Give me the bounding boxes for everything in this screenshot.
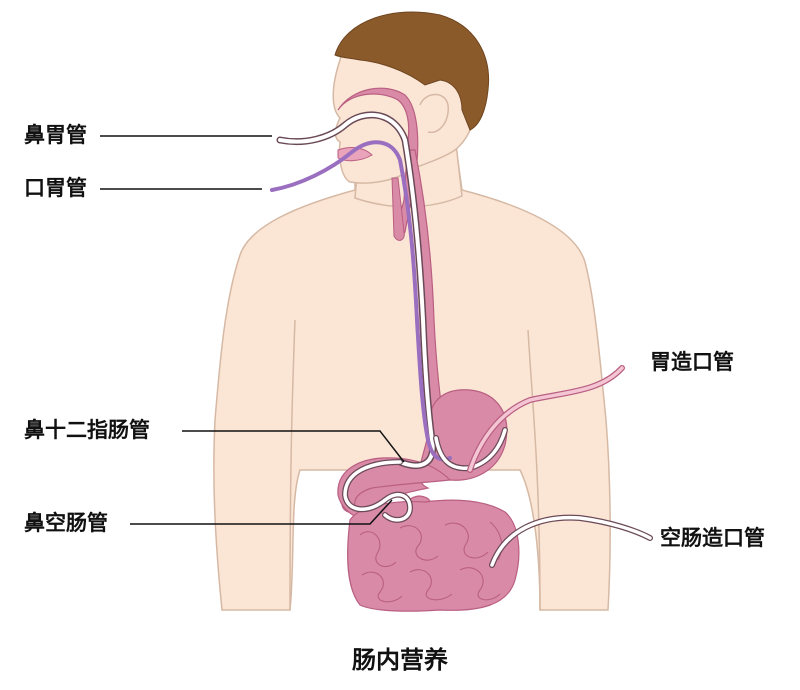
ear [419, 93, 449, 134]
small-intestine [347, 499, 520, 612]
leader-nasoduodenal [182, 430, 405, 463]
jejunostomy-tube-fill [490, 515, 652, 567]
label-nasogastric: 鼻胃管 [24, 123, 87, 147]
torso [213, 138, 611, 611]
right-arm-line [527, 329, 541, 611]
leader-lines [100, 135, 405, 525]
trachea [391, 177, 405, 241]
label-orogastric: 口胃管 [24, 176, 87, 200]
left-arm-line [289, 319, 296, 611]
label-nasojejunal: 鼻空肠管 [24, 511, 108, 535]
label-jejunostomy: 空肠造口管 [660, 526, 765, 550]
diagram-caption: 肠内营养 [352, 646, 448, 674]
intestine-folds [359, 521, 503, 603]
hair [334, 11, 490, 131]
label-nasoduodenal: 鼻十二指肠管 [24, 418, 150, 442]
nasojejunal-tube-fill [343, 460, 412, 522]
nasogastric-tube-fill [278, 112, 435, 468]
gastrostomy-tube-fill [468, 366, 624, 472]
orogastric-tube [270, 140, 452, 462]
label-gastrostomy: 胃造口管 [650, 350, 734, 374]
leader-nasojejunal [130, 499, 393, 525]
